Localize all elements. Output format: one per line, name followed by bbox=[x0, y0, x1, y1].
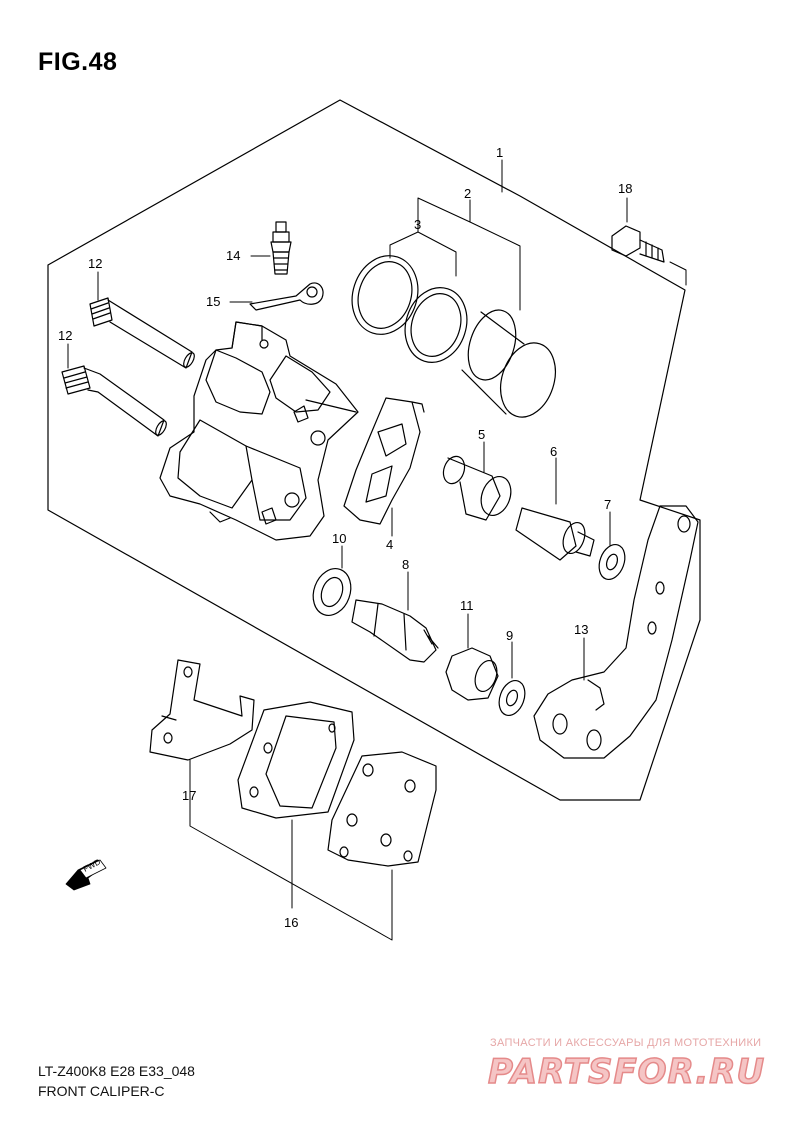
leader-lines bbox=[67, 159, 687, 941]
part-label-3: 3 bbox=[414, 217, 421, 232]
watermark-brand: PARTSFOR.RU bbox=[487, 1051, 766, 1093]
part-label-12-lower: 12 bbox=[58, 328, 72, 343]
part-label-13: 13 bbox=[574, 622, 588, 637]
caliper-pin bbox=[351, 599, 439, 663]
part-label-6: 6 bbox=[550, 444, 557, 459]
part-label-9: 9 bbox=[506, 628, 513, 643]
part-label-10: 10 bbox=[332, 531, 346, 546]
part-label-1: 1 bbox=[496, 145, 503, 160]
part-label-2: 2 bbox=[464, 186, 471, 201]
assembly-boundary bbox=[47, 99, 701, 801]
piston-seal-outer bbox=[351, 255, 419, 335]
bleeder-cap bbox=[249, 282, 324, 311]
part-label-15: 15 bbox=[206, 294, 220, 309]
part-label-18: 18 bbox=[618, 181, 632, 196]
part-label-4: 4 bbox=[386, 537, 393, 552]
pin-boot-lower bbox=[445, 647, 499, 701]
part-label-17: 17 bbox=[182, 788, 196, 803]
part-label-11: 11 bbox=[460, 598, 474, 613]
part-label-8: 8 bbox=[402, 557, 409, 572]
figure-caption: FRONT CALIPER-C bbox=[38, 1083, 165, 1099]
watermark-tagline: ЗАПЧАСТИ И АКСЕССУАРЫ ДЛЯ МОТОТЕХНИКИ bbox=[490, 1037, 762, 1049]
figure-title: FIG.48 bbox=[38, 48, 118, 76]
piston-seal-inner bbox=[404, 287, 468, 363]
caliper-body bbox=[159, 321, 359, 541]
bleeder-screw bbox=[270, 221, 292, 275]
pin-boot bbox=[442, 455, 512, 521]
part-label-12-upper: 12 bbox=[88, 256, 102, 271]
fwd-direction-marker: FWD bbox=[65, 857, 107, 891]
part-label-14: 14 bbox=[226, 248, 240, 263]
dust-seal bbox=[312, 568, 352, 616]
washer-lower bbox=[498, 679, 526, 717]
brake-pad-inner bbox=[237, 701, 355, 819]
model-code: LT-Z400K8 E28 E33_048 bbox=[38, 1063, 195, 1079]
slide-pin-lower bbox=[61, 365, 167, 437]
pad-retainer-plate bbox=[149, 659, 255, 761]
part-label-7: 7 bbox=[604, 497, 611, 512]
slide-pin-upper bbox=[89, 297, 195, 369]
pad-spring bbox=[343, 397, 425, 525]
part-label-5: 5 bbox=[478, 427, 485, 442]
caliper-bracket bbox=[533, 505, 699, 759]
brake-pad-outer bbox=[327, 751, 437, 867]
part-number-labels: 1 2 3 4 5 6 7 8 9 10 11 12 12 13 14 15 1… bbox=[58, 145, 632, 930]
washer-upper bbox=[598, 543, 626, 581]
caliper-piston bbox=[461, 309, 556, 418]
pin-sleeve bbox=[515, 507, 595, 561]
part-label-16: 16 bbox=[284, 915, 298, 930]
mounting-bolt bbox=[611, 225, 665, 263]
